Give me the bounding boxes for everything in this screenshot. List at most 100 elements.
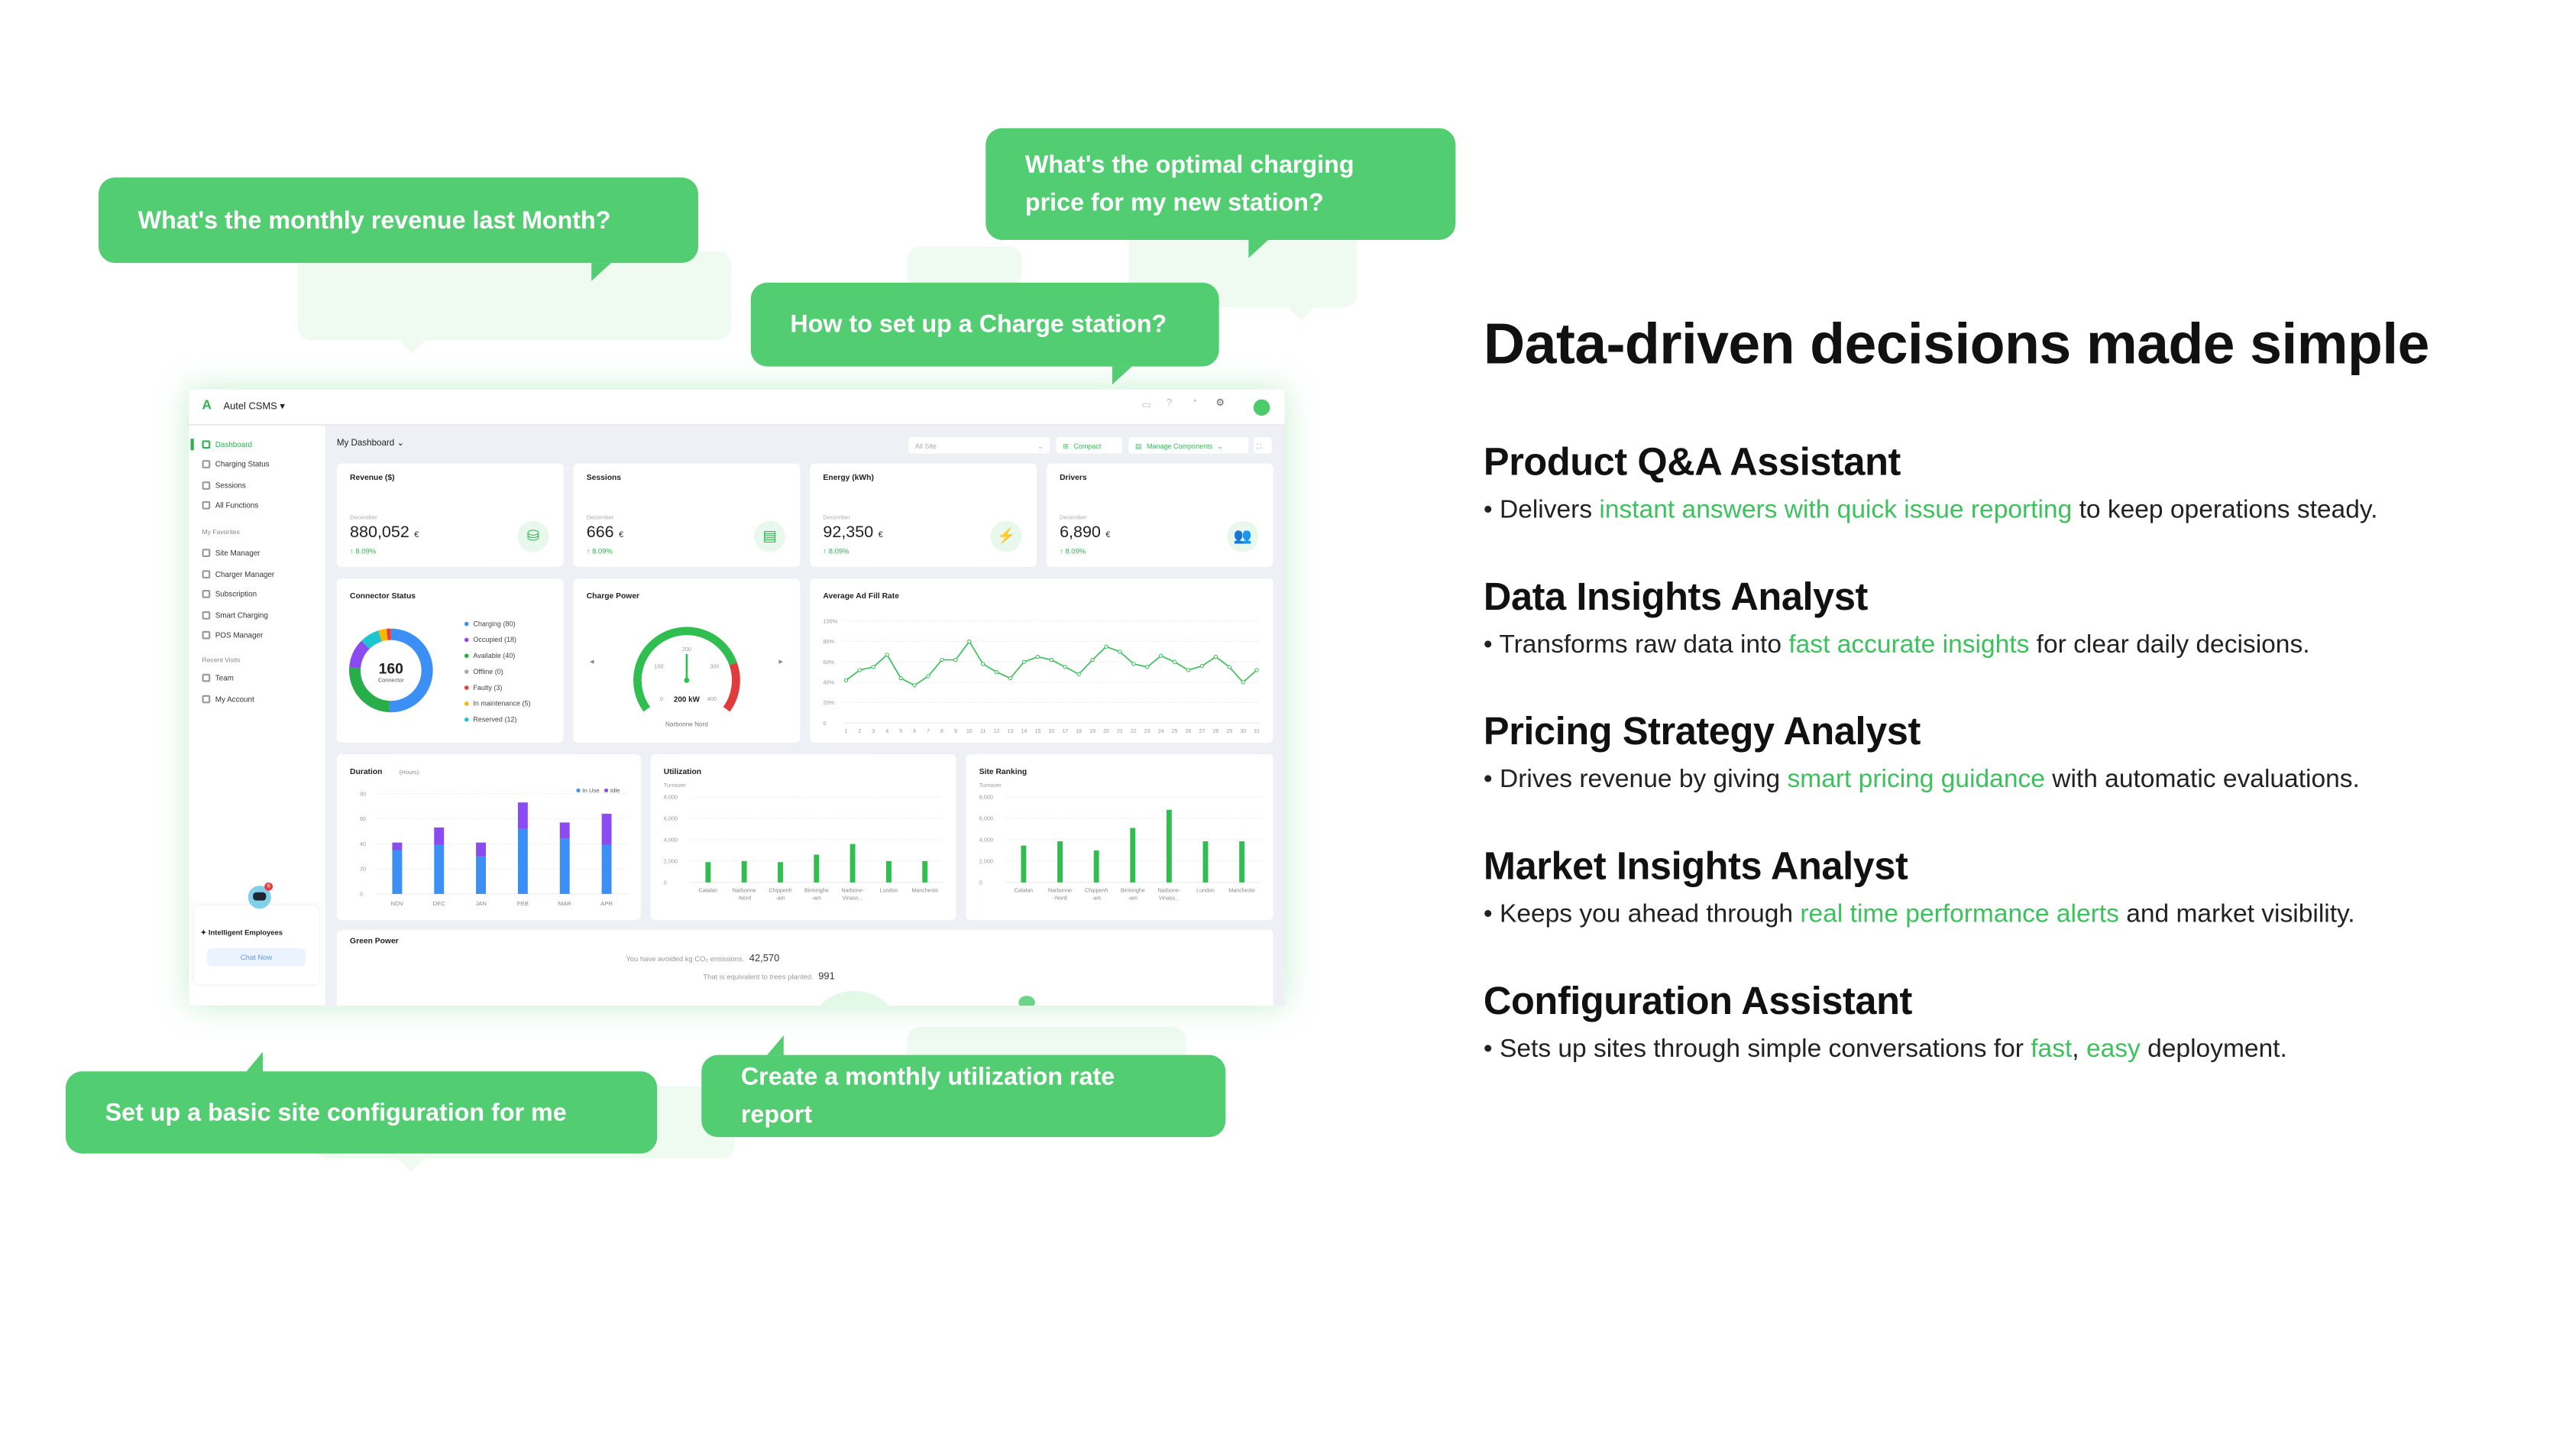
bar-idle <box>392 842 403 850</box>
prompt-text: Create a monthly utilization rate report <box>740 1063 1115 1129</box>
x-tick-label: Narbonne <box>733 888 756 894</box>
gauge-tick-label: 400 <box>707 695 717 702</box>
manage-components-label: Manage Components <box>1146 441 1213 450</box>
x-tick-label: Narbone- <box>841 888 864 894</box>
legend-label: Charging <box>473 620 501 627</box>
x-tick-label: MAR <box>558 900 572 907</box>
feature-heading: Product Q&A Assistant <box>1483 440 1901 484</box>
donut-slice-available <box>348 628 433 713</box>
prev-arrow-icon[interactable]: ◂ <box>590 657 594 666</box>
recent-item[interactable]: My Account <box>202 694 254 703</box>
description-text: Transforms raw data into <box>1499 630 1789 659</box>
x-tick-label: -Nord <box>1053 895 1067 901</box>
kpi-value: 666€ <box>587 524 623 543</box>
chart-title: Connector Status <box>350 592 416 601</box>
y-tick-label: 0 <box>979 879 982 886</box>
recent-item[interactable]: Team <box>202 673 234 682</box>
sidebar-item[interactable]: Charging Status <box>202 460 270 468</box>
site-select[interactable]: All Site⌄ <box>908 437 1050 454</box>
feature-description: • Keeps you ahead through real time perf… <box>1484 900 2535 930</box>
grid-icon: ⊞ <box>1063 441 1069 450</box>
assistant-title-text: Intelligent Employees <box>208 928 283 937</box>
favorite-item-icon <box>202 549 211 558</box>
x-tick-label: Vinass... <box>843 895 863 901</box>
fullscreen-button[interactable]: ⛶ <box>1253 437 1272 454</box>
legend-item: In maintenance (5) <box>473 700 530 708</box>
favorite-item[interactable]: Subscription <box>202 590 257 598</box>
favorite-item[interactable]: Charger Manager <box>202 569 275 578</box>
x-tick-label: JAN <box>475 900 487 907</box>
donut-center-label: Connector <box>378 676 404 683</box>
y-axis-label: Turnover <box>979 782 1002 789</box>
prompt-bubble[interactable]: How to set up a Charge station? <box>750 282 1219 385</box>
feature-heading: Configuration Assistant <box>1483 979 1912 1022</box>
y-tick-label: 60% <box>823 659 834 666</box>
compact-button[interactable]: ⊞ Compact <box>1056 437 1122 454</box>
line-point <box>898 675 903 681</box>
line-point <box>1186 668 1191 672</box>
x-tick-label: Birminghe <box>1121 888 1145 894</box>
prompt-bubble[interactable]: What's the optimal charging price for my… <box>985 128 1456 258</box>
x-tick-label: 5 <box>899 729 902 734</box>
x-tick-label: Chippenh <box>769 888 791 894</box>
favorite-item-label: POS Manager <box>215 630 264 640</box>
feature-item: Configuration Assistant• Sets up sites t… <box>1484 980 2535 1065</box>
prompt-text: What's the monthly revenue last Month? <box>138 206 611 235</box>
prompt-bubble[interactable]: What's the monthly revenue last Month? <box>99 177 698 281</box>
help-icon[interactable]: ? <box>1166 399 1173 410</box>
legend-dot <box>464 621 469 627</box>
bar-in-use <box>559 838 570 894</box>
y-tick-label: 40 <box>360 841 366 847</box>
y-tick-label: 6,000 <box>979 815 993 822</box>
x-tick-label: Catalan <box>699 888 717 894</box>
legend-label: In maintenance <box>473 700 520 708</box>
bar-in-use <box>392 850 403 894</box>
sidebar-item[interactable]: Dashboard <box>190 439 252 451</box>
kpi-change-value: 8.09% <box>355 547 377 556</box>
bell-icon[interactable]: ◔ <box>1191 397 1197 408</box>
favorite-item[interactable]: POS Manager <box>202 630 264 640</box>
robot-avatar-icon[interactable]: 6 <box>248 882 273 909</box>
prompt-bubble[interactable]: Set up a basic site configuration for me <box>66 1051 658 1154</box>
description-text: Delivers <box>1499 496 1600 525</box>
dashboard-selector[interactable]: My Dashboard ⌄ <box>336 439 405 449</box>
sparkle-icon: ✦ <box>200 928 209 937</box>
favorite-item[interactable]: Site Manager <box>202 549 260 558</box>
legend-label: Available <box>473 652 500 659</box>
avatar[interactable] <box>1253 399 1270 416</box>
next-arrow-icon[interactable]: ▸ <box>778 657 783 666</box>
kpi-value: 92,350€ <box>823 524 882 543</box>
bar <box>1093 850 1099 883</box>
dashboard-selector-label: My Dashboard <box>336 439 395 449</box>
prompt-bubble[interactable]: Create a monthly utilization rate report <box>701 1035 1226 1138</box>
x-tick-label: 29 <box>1226 729 1232 734</box>
prompt-text: What's the optimal charging price for my… <box>1024 151 1354 217</box>
x-tick-label: 11 <box>980 729 985 734</box>
x-tick-label: -am <box>775 895 785 901</box>
favorite-item[interactable]: Smart Charging <box>202 610 268 619</box>
line-point <box>1035 654 1040 659</box>
x-tick-label: 26 <box>1186 729 1192 734</box>
x-tick-label: Narbone- <box>1158 888 1181 894</box>
chat-now-button[interactable]: Chat Now <box>206 948 306 967</box>
gear-icon[interactable]: ⚙ <box>1215 399 1225 410</box>
favorite-item-label: Charger Manager <box>215 569 275 578</box>
legend-dot <box>464 653 469 659</box>
bar <box>849 844 856 883</box>
compact-label: Compact <box>1073 441 1102 450</box>
chat-icon[interactable]: ▭ <box>1141 400 1151 411</box>
x-tick-label: -Nord <box>737 895 751 901</box>
sidebar-item[interactable]: All Functions <box>202 500 258 510</box>
app-switcher[interactable]: Autel CSMS ▾ <box>223 402 285 413</box>
sidebar-item[interactable]: Sessions <box>202 481 246 490</box>
sidebar-item-label: Sessions <box>215 481 246 490</box>
y-tick-label: 40% <box>823 679 834 685</box>
highlight-text: easy <box>2086 1035 2141 1064</box>
x-tick-label: 15 <box>1035 729 1041 734</box>
donut-center-value: 160 <box>379 661 403 678</box>
manage-components-button[interactable]: ▤Manage Components⌄ <box>1128 437 1249 454</box>
